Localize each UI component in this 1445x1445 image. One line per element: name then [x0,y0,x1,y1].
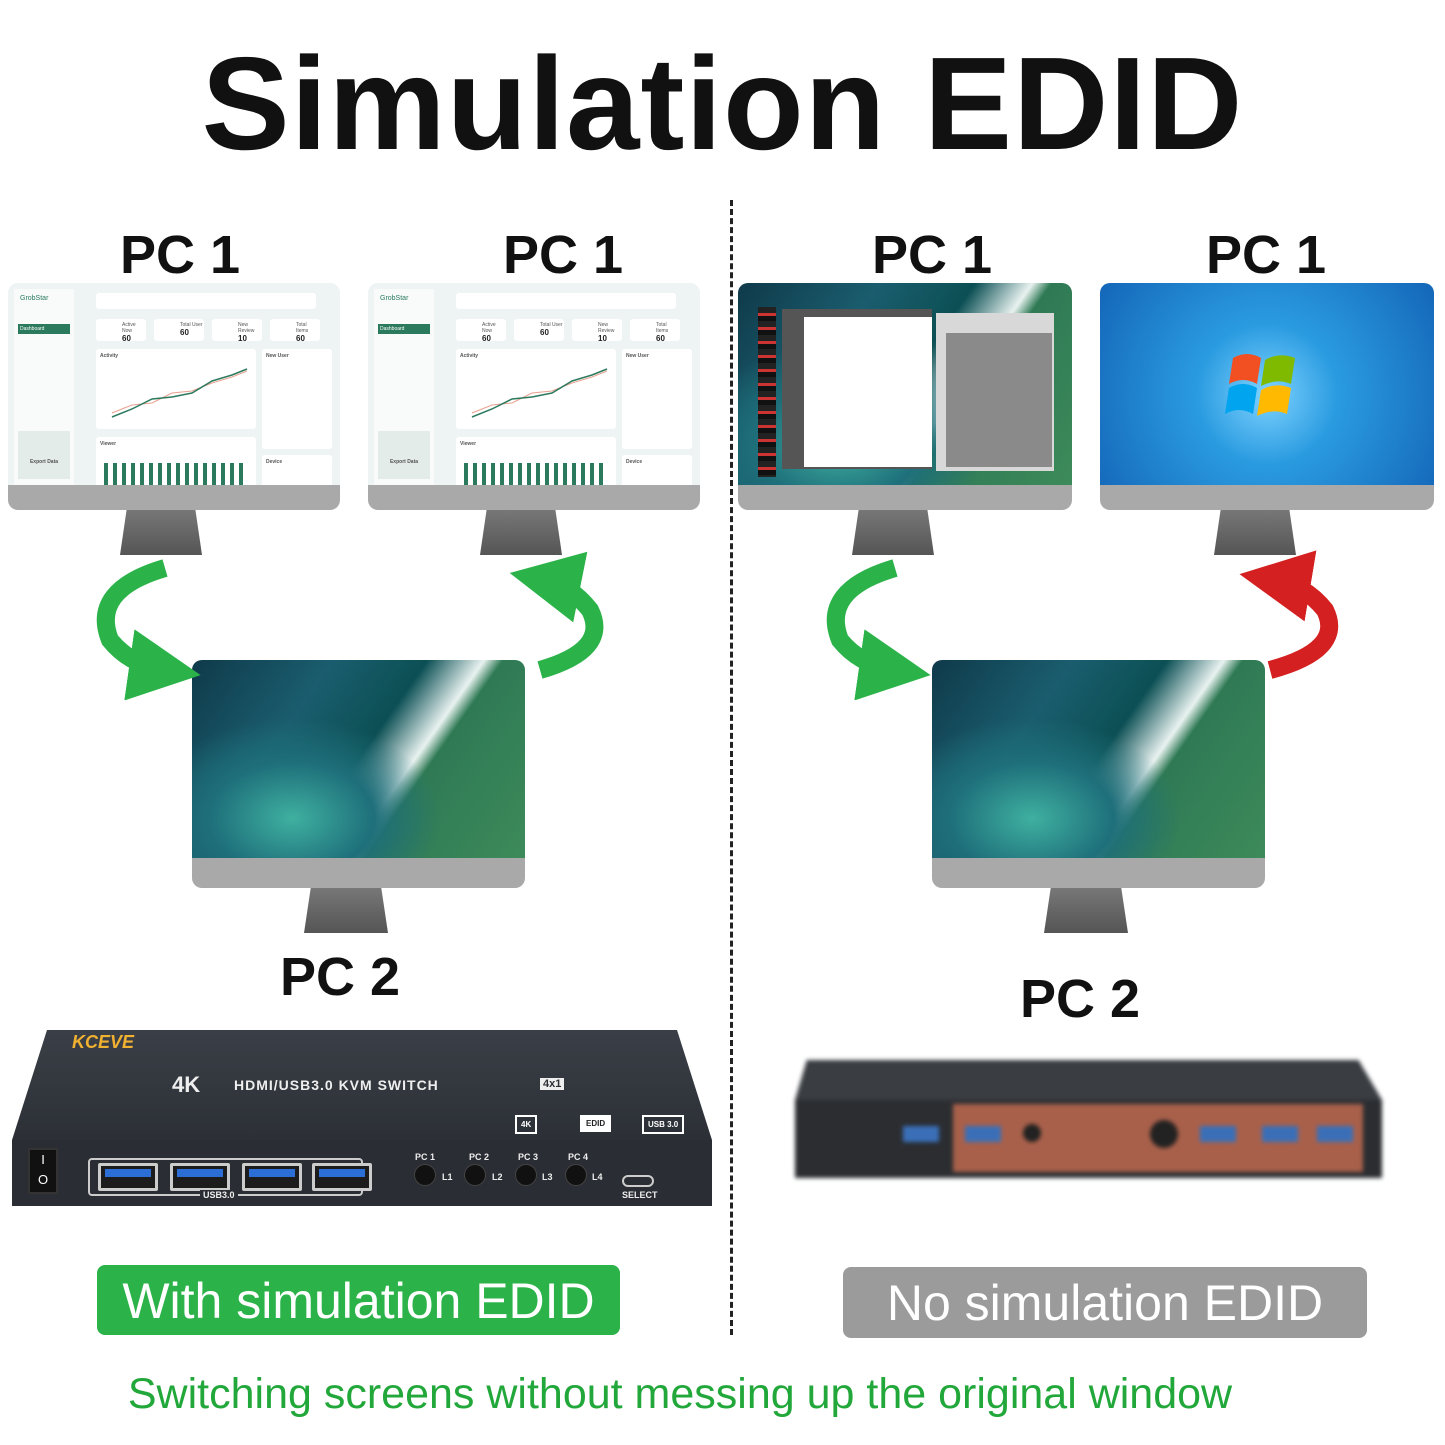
pc3-button[interactable] [515,1164,537,1186]
monitor-pc2-left [192,660,525,933]
usb-port[interactable] [98,1163,158,1191]
windows-logo-icon [1225,354,1295,416]
with-edid-badge: With simulation EDID [97,1265,620,1335]
pc-label: PC 1 [119,225,241,285]
pc2-button[interactable] [464,1164,486,1186]
pc-label: PC 2 [1019,969,1141,1029]
arrow-icon [826,559,931,700]
generic-kvm-switch [795,1060,1382,1178]
pc1-button[interactable] [414,1164,436,1186]
pc-label: PC 1 [502,225,624,285]
4k-logo: 4K [172,1072,201,1097]
page-title: Simulation EDID [201,30,1244,177]
activity-line-chart [111,368,248,418]
brand: GrobStar [20,295,49,302]
monitor-pc1-dashboard: GrobStar Dashboard Export Data Active No… [8,283,340,555]
usb-label: USB3.0 [200,1190,238,1200]
select-label: SELECT [622,1190,658,1200]
kvm-brand: KCEVE [72,1032,135,1052]
kvm-model: HDMI/USB3.0 KVM SWITCH [234,1077,439,1093]
kvm-switch: KCEVE 4K HDMI/USB3.0 KVM SWITCH 4x1 4K E… [12,1030,712,1206]
switch-arrows [96,550,1339,700]
monitor-pc1-windows-desktop [1100,283,1434,555]
usb-c-port[interactable] [622,1175,654,1187]
no-edid-badge: No simulation EDID [843,1267,1367,1338]
nav-item: Dashboard [18,324,70,334]
divider [730,200,733,1335]
export-data: Export Data [18,431,70,479]
arrow-icon [96,559,201,700]
monitor-pc2-right [932,660,1265,933]
usb-port[interactable] [242,1163,302,1191]
arrow-icon [509,551,604,679]
pc4-button[interactable] [565,1164,587,1186]
monitor-pc1-dashboard-2: GrobStar Dashboard Export Data Active No… [368,283,700,555]
pc-label: PC 1 [871,225,993,285]
dashboard-screen: GrobStar Dashboard Export Data Active No… [8,283,340,485]
arrow-icon [1239,550,1339,679]
pc-label: PC 2 [279,947,401,1007]
kvm-port-badge: 4x1 [540,1078,565,1090]
caption: Switching screens without messing up the… [127,1370,1233,1418]
monitor-pc1-messy-windows [738,283,1072,555]
usb-port[interactable] [170,1163,230,1191]
dashboard-screen: GrobStar Dashboard Export Data Active No… [368,283,700,485]
pc-label: PC 1 [1205,225,1327,285]
usb-port[interactable] [312,1163,372,1191]
